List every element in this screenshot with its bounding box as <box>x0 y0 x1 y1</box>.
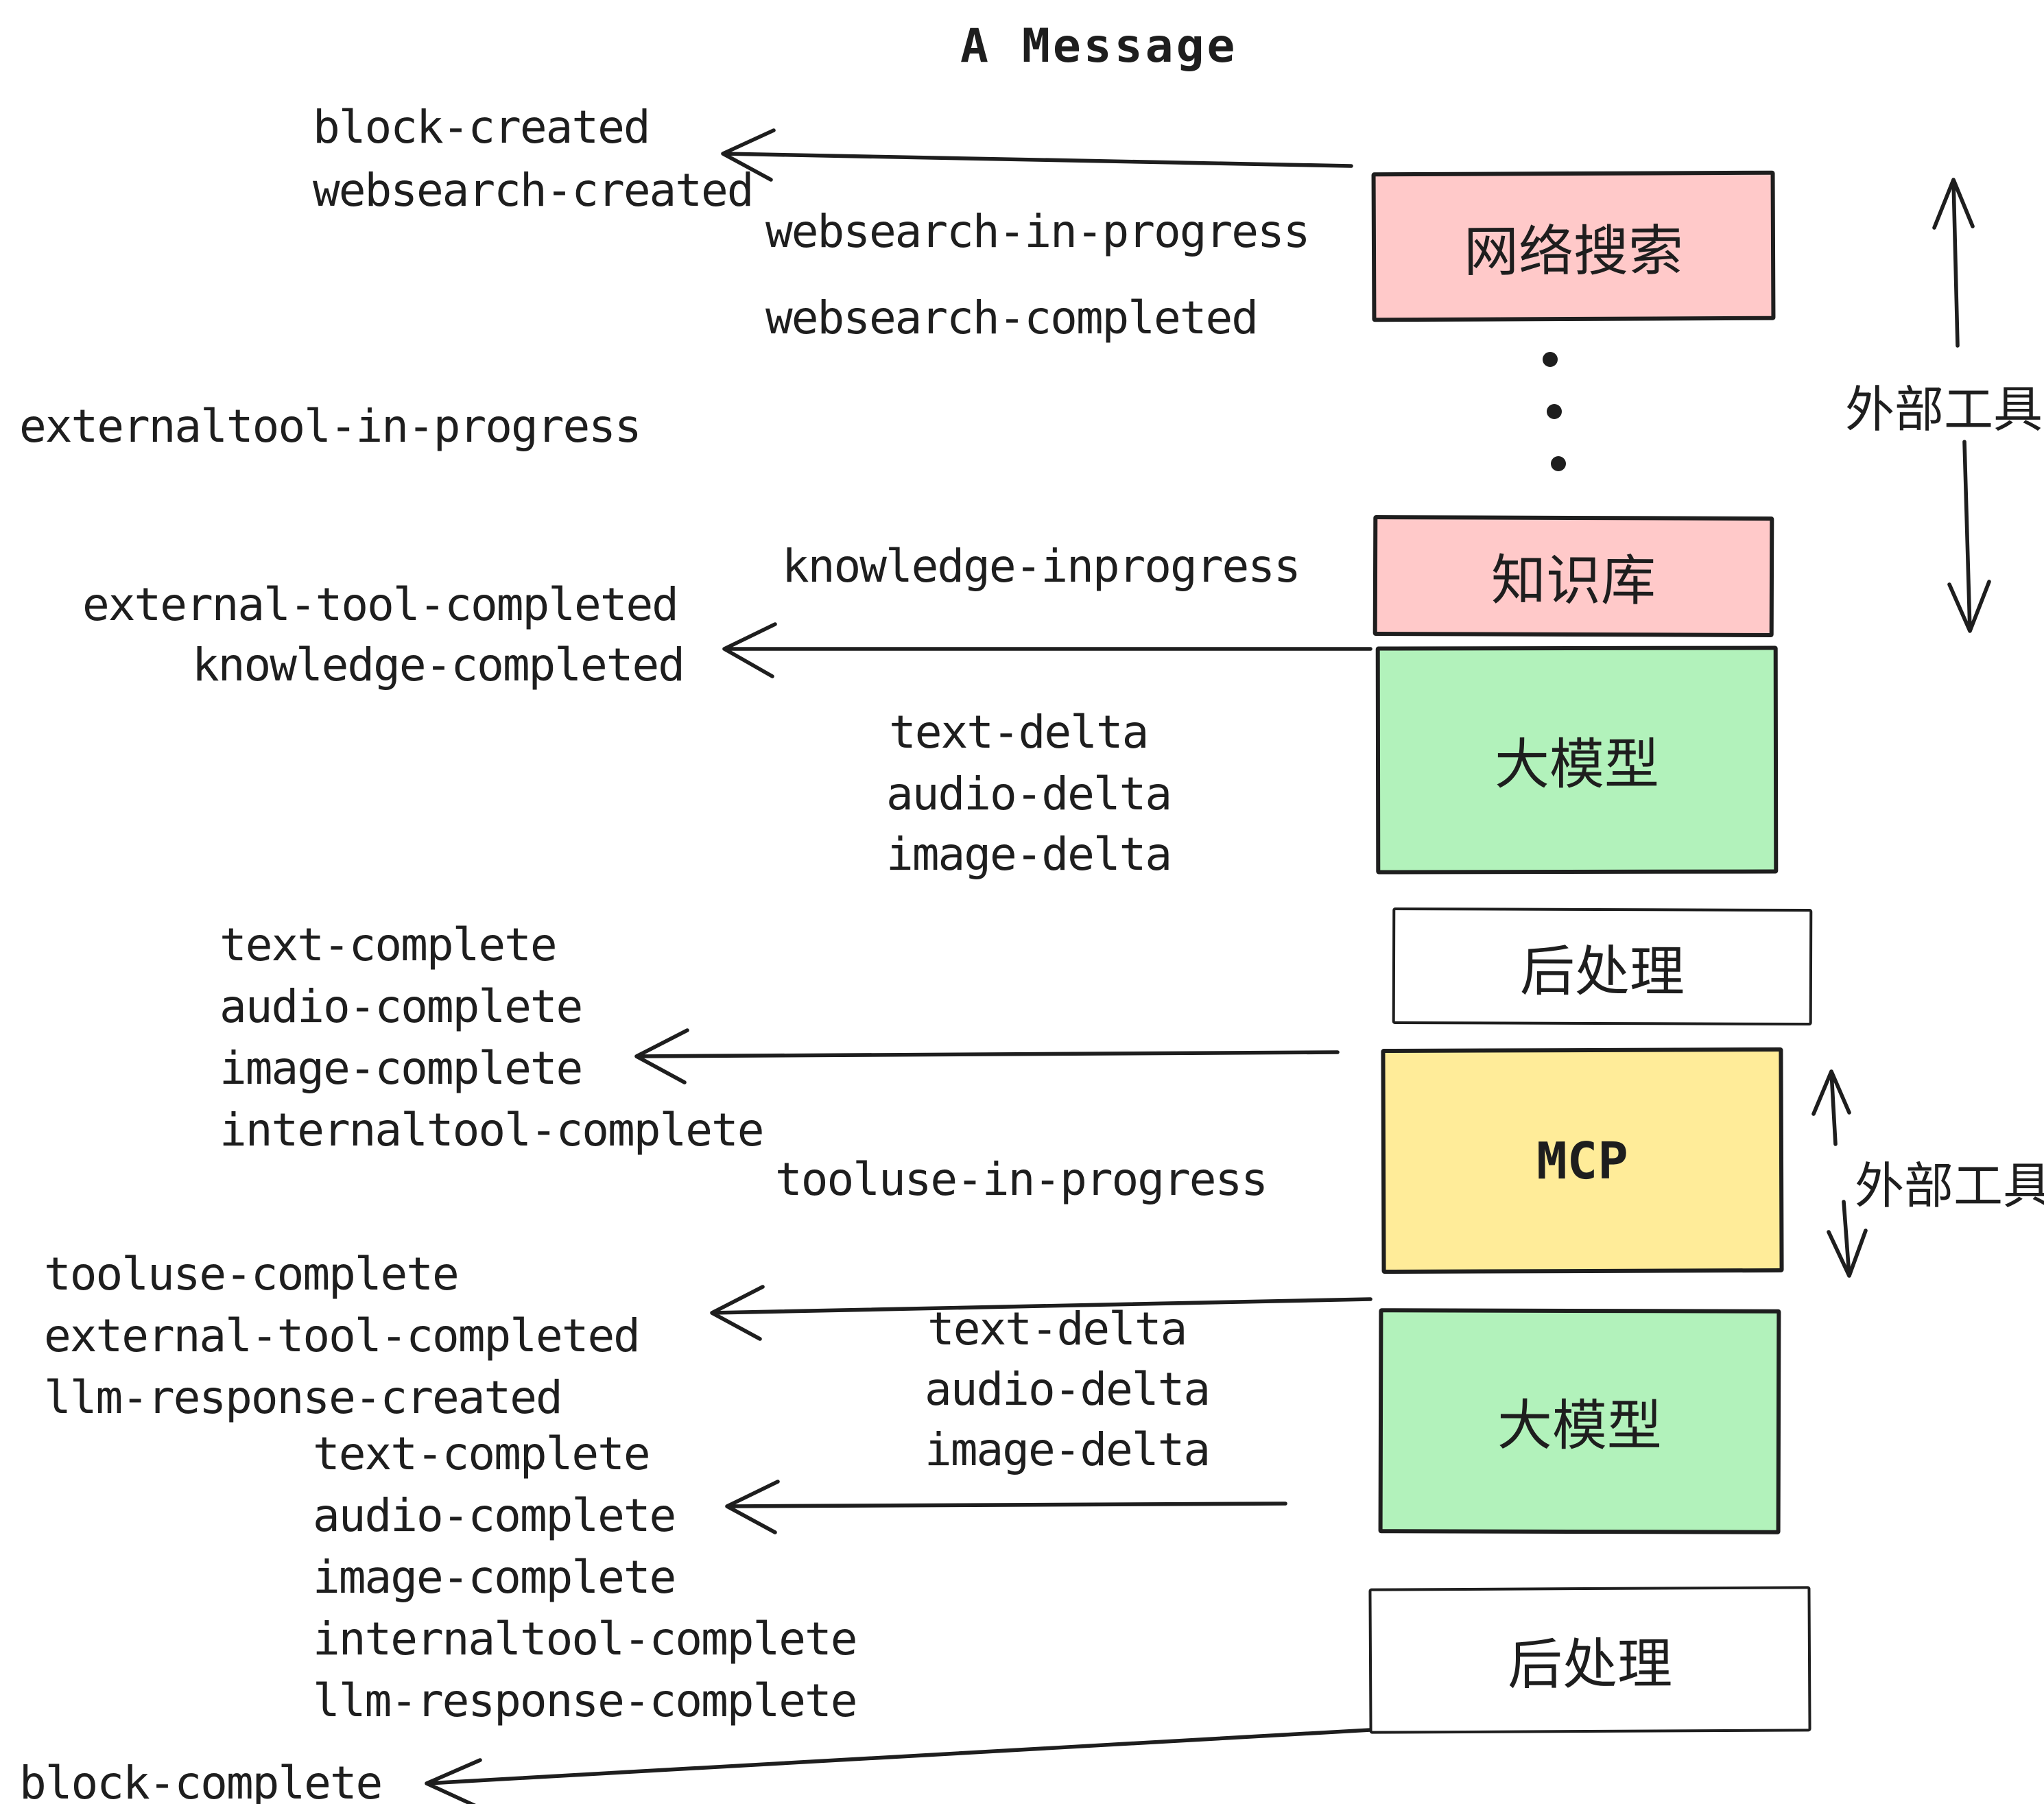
postprocess-box-1-label: 后处理 <box>1519 940 1685 1004</box>
external-tools-label-1: 外部工具 <box>1845 383 2043 439</box>
external-tools-up-arrow-1 <box>1932 178 1975 348</box>
arrow-internal-complete <box>634 1028 1340 1084</box>
event-label-audio-complete-2: audio-complete <box>313 1488 676 1542</box>
event-label-external-tool-completed: external-tool-completed <box>82 578 679 631</box>
llm-box-1-label: 大模型 <box>1494 733 1660 798</box>
event-label-block-complete: block-complete <box>19 1756 383 1804</box>
llm-box-1: 大模型 <box>1375 645 1779 875</box>
event-label-websearch-created: websearch-created <box>313 163 754 217</box>
llm-box-2-label: 大模型 <box>1497 1394 1663 1459</box>
event-label-tooluse-complete: tooluse-complete <box>44 1247 460 1301</box>
postprocess-box-2-label: 后处理 <box>1507 1633 1673 1698</box>
external-tools-up-arrow-2 <box>1811 1069 1851 1146</box>
mcp-box-label: MCP <box>1536 1130 1628 1191</box>
knowledge-base-box-label: 知识库 <box>1490 549 1656 614</box>
event-label-llm-response-complete: llm-response-complete <box>313 1674 857 1727</box>
event-label-text-delta-2: text-delta <box>927 1302 1187 1355</box>
diagram-title: A Message <box>960 19 1238 74</box>
event-label-internaltool-complete-2: internaltool-complete <box>313 1612 857 1665</box>
event-label-knowledge-inprogress: knowledge-inprogress <box>782 539 1301 593</box>
event-label-image-complete-2: image-complete <box>313 1550 676 1604</box>
arrow-block-complete <box>425 1728 1372 1804</box>
event-label-audio-delta-2: audio-delta <box>925 1362 1211 1416</box>
llm-box-2: 大模型 <box>1378 1308 1781 1534</box>
event-label-external-tool-completed-2: external-tool-completed <box>44 1309 641 1362</box>
mcp-box: MCP <box>1381 1047 1784 1274</box>
websearch-box: 网络搜索 <box>1371 170 1776 322</box>
event-label-websearch-completed: websearch-completed <box>765 291 1259 344</box>
postprocess-box-2: 后处理 <box>1368 1586 1811 1734</box>
postprocess-box-1: 后处理 <box>1392 907 1813 1026</box>
event-label-image-delta-1: image-delta <box>886 827 1172 881</box>
event-label-audio-delta-1: audio-delta <box>886 767 1172 820</box>
event-label-websearch-in-progress: websearch-in-progress <box>765 204 1310 258</box>
external-tools-label-2: 外部工具 <box>1855 1159 2044 1215</box>
knowledge-base-box: 知识库 <box>1372 514 1774 638</box>
event-label-image-delta-2: image-delta <box>925 1423 1211 1476</box>
event-label-image-complete-1: image-complete <box>219 1041 583 1095</box>
event-label-text-complete-2: text-complete <box>313 1427 651 1480</box>
event-label-text-complete-1: text-complete <box>219 918 558 971</box>
event-label-text-delta-1: text-delta <box>889 705 1149 759</box>
websearch-box-label: 网络搜索 <box>1463 219 1684 284</box>
event-label-knowledge-completed: knowledge-completed <box>192 638 685 691</box>
arrow-audio-complete <box>725 1480 1287 1534</box>
arrow-knowledge-completed <box>722 622 1372 678</box>
event-label-audio-complete-1: audio-complete <box>219 980 583 1033</box>
ellipsis-dots <box>1543 352 1566 471</box>
event-label-block-created: block-created <box>313 100 651 154</box>
arrow-block-created <box>721 128 1353 182</box>
event-label-llm-response-created: llm-response-created <box>44 1370 563 1424</box>
event-label-internaltool-complete-1: internaltool-complete <box>219 1103 764 1156</box>
event-label-externaltool-in-progress: externaltool-in-progress <box>19 399 642 453</box>
event-label-tooluse-in-progress: tooluse-in-progress <box>775 1152 1268 1206</box>
external-tools-down-arrow-1 <box>1947 440 1991 633</box>
